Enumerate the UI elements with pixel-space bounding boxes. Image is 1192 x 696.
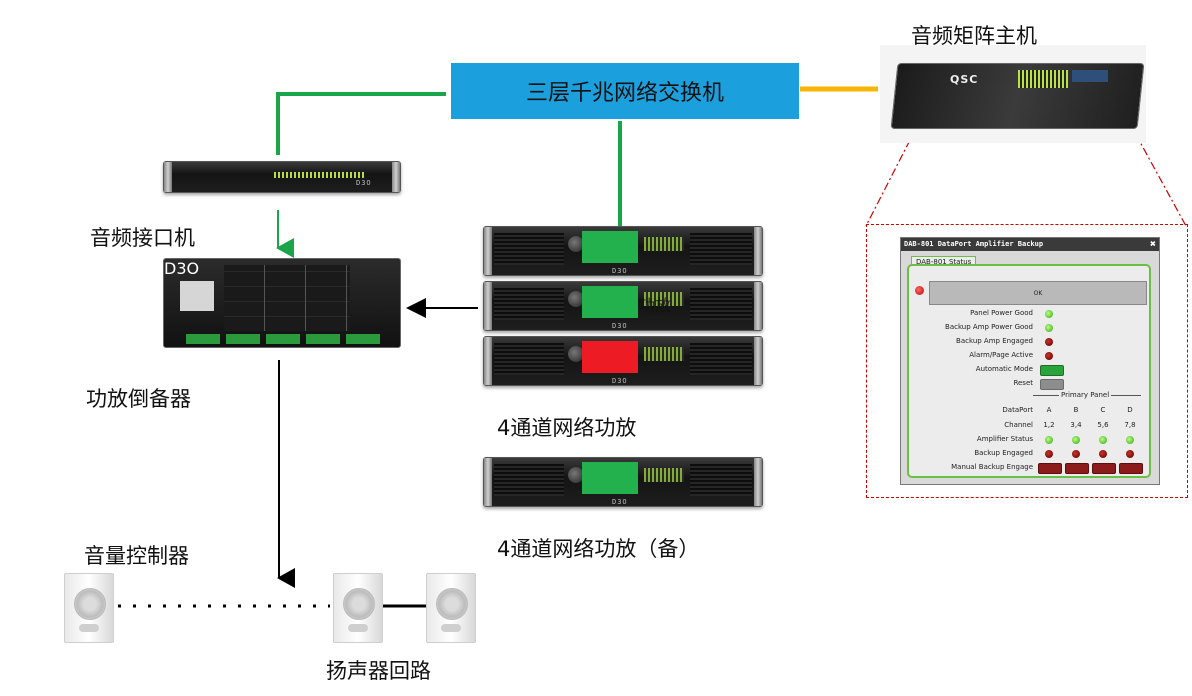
window-title: DAB-801 DataPort Amplifier Backup: [904, 240, 1044, 248]
status-led-icon: [915, 286, 924, 295]
backup-power-label: Backup Amp Power Good: [945, 323, 1033, 331]
amp-status-led-icon: [1072, 436, 1080, 444]
d3o-logo: D3O: [356, 179, 372, 187]
dataport-b: B: [1073, 406, 1079, 414]
matrix-host-label: 音频矩阵主机: [911, 24, 1037, 48]
zoom-outline: [866, 224, 1188, 498]
speaker-1: [64, 573, 114, 643]
speaker-3: [426, 573, 476, 643]
amplifier-1: D3O: [483, 226, 763, 276]
connector-grid: [224, 265, 350, 331]
channel-a: 1,2: [1043, 421, 1055, 429]
amp-status-screen: [582, 286, 638, 318]
amplifier-spare: D3O: [483, 457, 763, 507]
amp-backup-device: D3O: [163, 258, 401, 348]
window-titlebar: DAB-801 DataPort Amplifier Backup ✖: [901, 238, 1159, 251]
led-array: [274, 172, 364, 178]
d3o-logo: D3O: [612, 498, 628, 506]
manual-backup-button-b[interactable]: [1065, 463, 1089, 474]
channel-b: 3,4: [1070, 421, 1082, 429]
alarm-active-label: Alarm/Page Active: [969, 351, 1033, 359]
channel-c: 5,6: [1097, 421, 1109, 429]
tab-status[interactable]: DAB-801 Status: [911, 256, 977, 267]
interface-label: 音频接口机: [90, 226, 195, 250]
speaker-cone-icon: [74, 588, 106, 620]
volume-knob-icon: [568, 467, 584, 483]
amp-label: 4通道网络功放: [497, 416, 637, 440]
volume-controller-label: 音量控制器: [84, 544, 189, 568]
speaker-cone-icon: [343, 588, 375, 620]
led-array: [1018, 70, 1068, 88]
qsc-logo: QSC: [950, 73, 979, 86]
alarm-led-icon: [1045, 352, 1053, 360]
amp-status-led-icon: [1126, 436, 1134, 444]
backup-power-led-icon: [1045, 324, 1053, 332]
manual-backup-button-a[interactable]: [1038, 463, 1062, 474]
backup-engaged-led-icon: [1072, 450, 1080, 458]
speaker-2: [333, 573, 383, 643]
amplifier-2: D3O 功放: [483, 281, 763, 331]
backup-engaged-led-icon: [1099, 450, 1107, 458]
amp-status-screen: [582, 231, 638, 263]
backup-device-label: 功放倒备器: [86, 387, 191, 411]
manual-backup-button-d[interactable]: [1119, 463, 1143, 474]
automatic-mode-button[interactable]: [1040, 365, 1064, 376]
ok-status-bar: OK: [929, 281, 1147, 305]
dataport-label: DataPort: [1002, 406, 1033, 414]
status-panel: OK Panel Power Good Backup Amp Power Goo…: [907, 264, 1151, 478]
speaker-loop-label: 扬声器回路: [326, 659, 431, 683]
panel-power-label: Panel Power Good: [970, 309, 1033, 317]
amp-status-led-icon: [1099, 436, 1107, 444]
dab-801-window: DAB-801 DataPort Amplifier Backup ✖ DAB-…: [900, 237, 1160, 485]
switch-label: 三层千兆网络交换机: [525, 81, 724, 106]
primary-panel-heading: Primary Panel: [1059, 391, 1112, 399]
lcd-display: [1072, 70, 1108, 82]
panel-power-led-icon: [1045, 310, 1053, 318]
d3o-logo: D3O: [612, 377, 628, 385]
d3o-logo: D3O: [612, 322, 628, 330]
audio-interface-device: D3O: [163, 161, 401, 193]
channel-d: 7,8: [1124, 421, 1136, 429]
backup-engaged-label: Backup Amp Engaged: [956, 337, 1033, 345]
info-plate: [180, 281, 214, 311]
volume-knob-icon: [568, 291, 584, 307]
backup-engaged-led-icon: [1045, 450, 1053, 458]
network-switch-box: 三层千兆网络交换机: [451, 63, 799, 119]
dataport-c: C: [1100, 406, 1106, 414]
backup-engaged-led-icon: [1126, 450, 1134, 458]
volume-knob-icon: [568, 346, 584, 362]
backup-engaged-led-icon: [1045, 338, 1053, 346]
dataport-d: D: [1127, 406, 1133, 414]
speaker-cone-icon: [436, 588, 468, 620]
automatic-mode-label: Automatic Mode: [975, 365, 1033, 373]
d3o-logo: D3O: [612, 267, 628, 275]
close-icon[interactable]: ✖: [1149, 239, 1156, 250]
amplifier-status-label: Amplifier Status: [976, 435, 1033, 443]
switch-to-interface-link: [276, 92, 446, 155]
manual-backup-button-c[interactable]: [1092, 463, 1116, 474]
amplifier-3: D3O: [483, 336, 763, 386]
amp-status-led-icon: [1045, 436, 1053, 444]
backup-engaged-row-label: Backup Engaged: [974, 449, 1033, 457]
audio-matrix-host-device: QSC: [880, 45, 1146, 143]
volume-knob-icon: [568, 236, 584, 252]
channel-label: Channel: [1004, 421, 1033, 429]
dataport-a: A: [1046, 406, 1052, 414]
d3o-logo: D3O: [164, 259, 200, 278]
amp-status-screen: [582, 341, 638, 373]
manual-backup-label: Manual Backup Engage: [951, 463, 1033, 471]
amp-status-screen: [582, 462, 638, 494]
reset-label: Reset: [1013, 379, 1033, 387]
ok-text: OK: [1033, 289, 1043, 297]
overlay-text: 功放: [639, 296, 672, 315]
reset-button[interactable]: [1040, 379, 1064, 390]
amp-spare-label: 4通道网络功放（备）: [497, 537, 700, 561]
zoom-line-left: [865, 139, 911, 227]
